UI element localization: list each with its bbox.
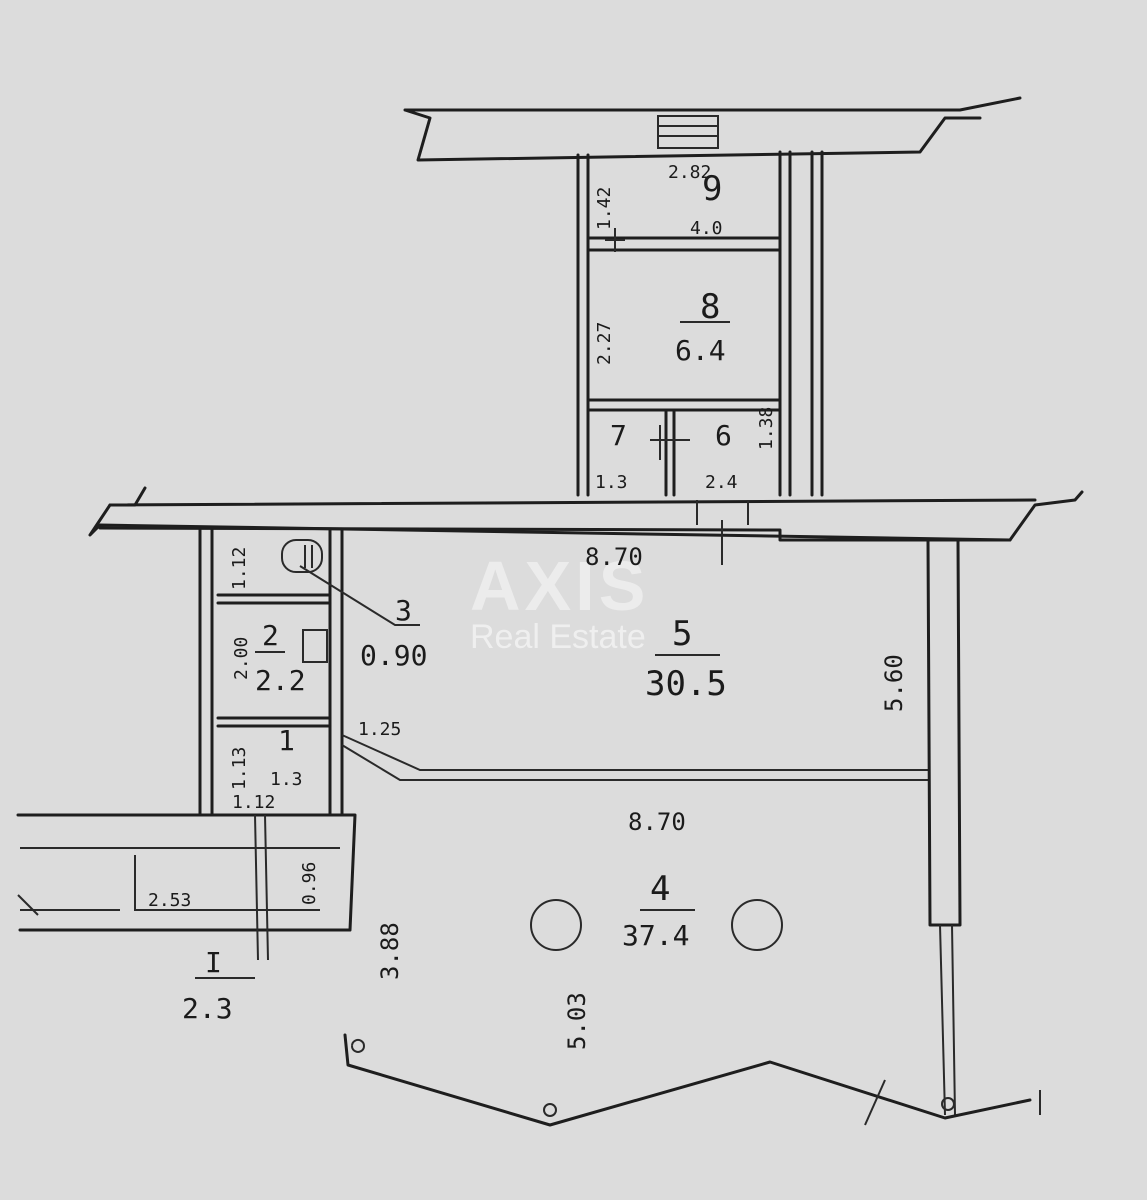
dim-room5-width: 8.70 [585,543,643,571]
dim-room1-depth: 1.13 [229,747,250,790]
room-8-area: 6.4 [675,334,726,367]
room-4-area: 37.4 [622,919,689,952]
room-1-area: 1.3 [270,769,303,790]
dimension-labels: 8.70 5.60 8.70 5.03 3.88 1.25 2.82 1.42 … [148,162,908,1050]
room-5-number: 5 [672,614,692,654]
room-7-number: 7 [610,419,627,452]
room-4-number: 4 [650,869,670,909]
room-8-number: 8 [700,287,720,327]
dim-room9-width: 2.82 [668,162,711,183]
main-walls [88,486,1084,565]
top-wall [403,96,1022,162]
column-left [530,899,582,951]
dim-room9-depth: 1.42 [594,187,615,230]
dim-side-depth: 3.88 [376,922,404,980]
dim-room2-depth: 2.00 [231,637,252,680]
room-6-area: 2.4 [705,472,738,493]
room4-outline [343,899,1041,1127]
room-labels: 9 4.0 8 6.4 7 1.3 6 2.4 5 30.5 4 37.4 3 … [182,169,738,1025]
room-3-area: 0.90 [360,639,427,672]
room-2-area: 2.2 [255,664,306,697]
dim-porch-width: 2.53 [148,890,191,911]
dim-room8-depth: 2.27 [594,322,615,365]
dim-room5-depth: 5.60 [880,654,908,712]
dim-porch-depth: 0.96 [299,862,320,905]
room-9-area: 4.0 [690,218,723,239]
dim-room6-depth: 1.38 [756,407,777,450]
column-right [731,899,783,951]
room-9-number: 9 [702,169,722,209]
right-walls [926,538,962,1116]
watermark-brand: AXIS [470,547,649,625]
vestibule-area: 2.3 [182,992,233,1025]
dim-room3-depth: 1.12 [229,547,250,590]
dim-room1-width: 1.12 [232,792,275,813]
wc-block-walls [198,528,930,817]
vestibule-number: I [205,946,222,979]
room-1-number: 1 [278,724,295,757]
stairs-marker [657,115,719,149]
upper-wing-walls [403,96,1022,497]
watermark-subtitle: Real Estate [470,618,646,656]
room-6-number: 6 [715,419,732,452]
room-5-area: 30.5 [645,664,727,704]
room-2-number: 2 [262,619,279,652]
dim-door-width: 1.25 [358,719,401,740]
room-3-number: 3 [395,594,412,627]
room-7-area: 1.3 [595,472,628,493]
sink-fixture [302,629,328,663]
toilet-fixture [281,539,323,573]
dim-room4-width: 8.70 [628,808,686,836]
dim-room4-depth: 5.03 [563,992,591,1050]
porch-walls [16,813,357,961]
